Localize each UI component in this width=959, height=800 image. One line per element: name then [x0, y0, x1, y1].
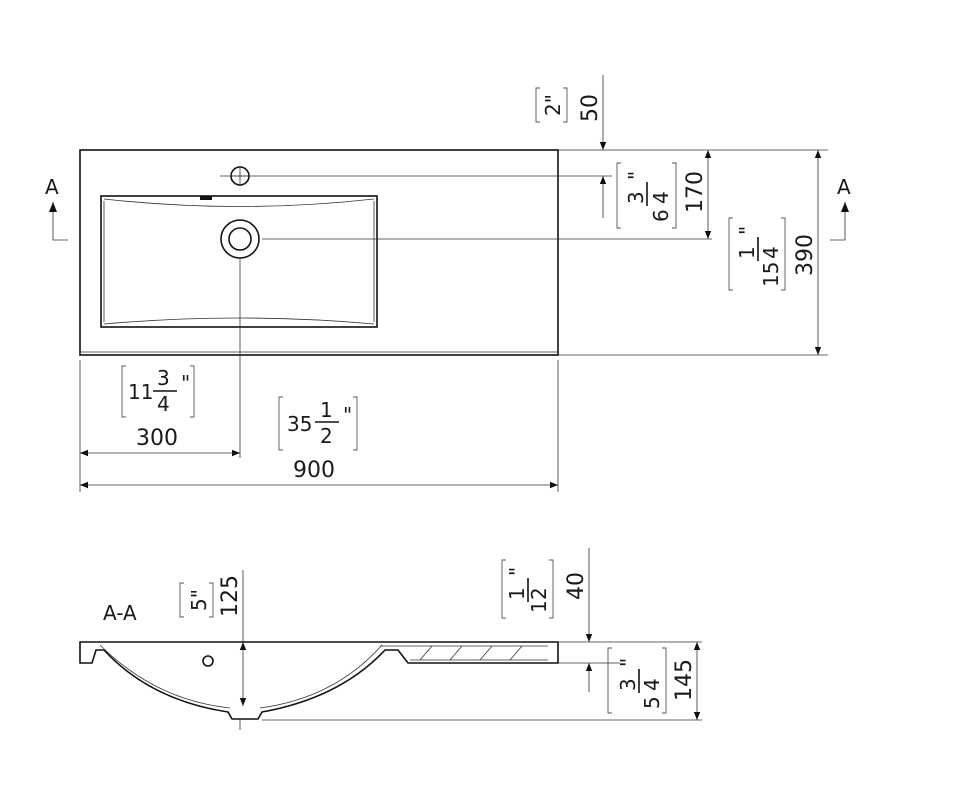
svg-text:1: 1 [320, 398, 333, 422]
svg-text:4: 4 [759, 246, 783, 259]
svg-text:35: 35 [287, 412, 312, 436]
svg-text:2: 2 [527, 587, 551, 600]
dim-drain-from-left-mm: 300 [136, 426, 178, 451]
drain-hole [220, 219, 260, 259]
svg-text:": " [505, 567, 529, 576]
svg-text:3: 3 [624, 191, 648, 204]
svg-text:6: 6 [649, 209, 673, 222]
dim-tap-to-drain-in: 6 3 4 " [616, 162, 677, 229]
section-marker-left: A [45, 175, 59, 199]
dim-tap-offset-in: 2" [535, 87, 568, 123]
dim-bowl-depth-mm: 125 [218, 575, 243, 617]
svg-text:1: 1 [505, 587, 529, 600]
basin-outline [79, 149, 559, 356]
svg-text:4: 4 [640, 678, 664, 691]
svg-text:2: 2 [320, 424, 333, 448]
svg-text:": " [181, 371, 190, 395]
svg-text:": " [624, 171, 648, 180]
svg-text:5: 5 [640, 696, 664, 709]
svg-text:1: 1 [735, 246, 759, 259]
svg-text:1: 1 [527, 600, 551, 613]
dim-deck-height-mm: 40 [564, 572, 589, 600]
dim-width-in: 35 1 2 " [278, 396, 358, 451]
dim-total-height-in: 5 3 4 " [607, 647, 667, 714]
svg-text:3: 3 [616, 678, 640, 691]
svg-text:": " [735, 226, 759, 235]
bowl-outline [100, 195, 378, 328]
section-tap-hole [202, 655, 214, 667]
top-view: A A 50 2" 170 6 3 4 " 390 [45, 75, 851, 492]
dim-depth-mm: 390 [793, 234, 818, 276]
svg-text:3: 3 [157, 366, 170, 390]
svg-text:": " [616, 658, 640, 667]
dim-bowl-depth-in: 5" [179, 582, 214, 618]
dim-depth-in: 15 1 4 " [728, 217, 786, 291]
section-marker-right: A [837, 175, 851, 199]
dim-tap-to-drain-mm: 170 [683, 171, 708, 213]
section-title: A-A [103, 601, 137, 625]
svg-text:15: 15 [759, 262, 783, 287]
svg-text:2": 2" [541, 94, 565, 116]
dim-total-height-mm: 145 [672, 659, 697, 701]
svg-text:": " [343, 403, 352, 427]
section-profile [79, 641, 559, 720]
dim-tap-offset-mm: 50 [578, 94, 603, 122]
dim-drain-from-left-in: 11 3 4 " [121, 365, 195, 418]
svg-text:4: 4 [649, 191, 673, 204]
dim-width-mm: 900 [293, 458, 335, 483]
section-view: A-A 125 5" 40 1 1 [79, 548, 702, 730]
svg-text:5": 5" [187, 589, 211, 611]
svg-text:4: 4 [157, 392, 170, 416]
svg-text:11: 11 [128, 380, 153, 404]
dim-deck-height-in: 1 1 2 " [501, 559, 554, 619]
